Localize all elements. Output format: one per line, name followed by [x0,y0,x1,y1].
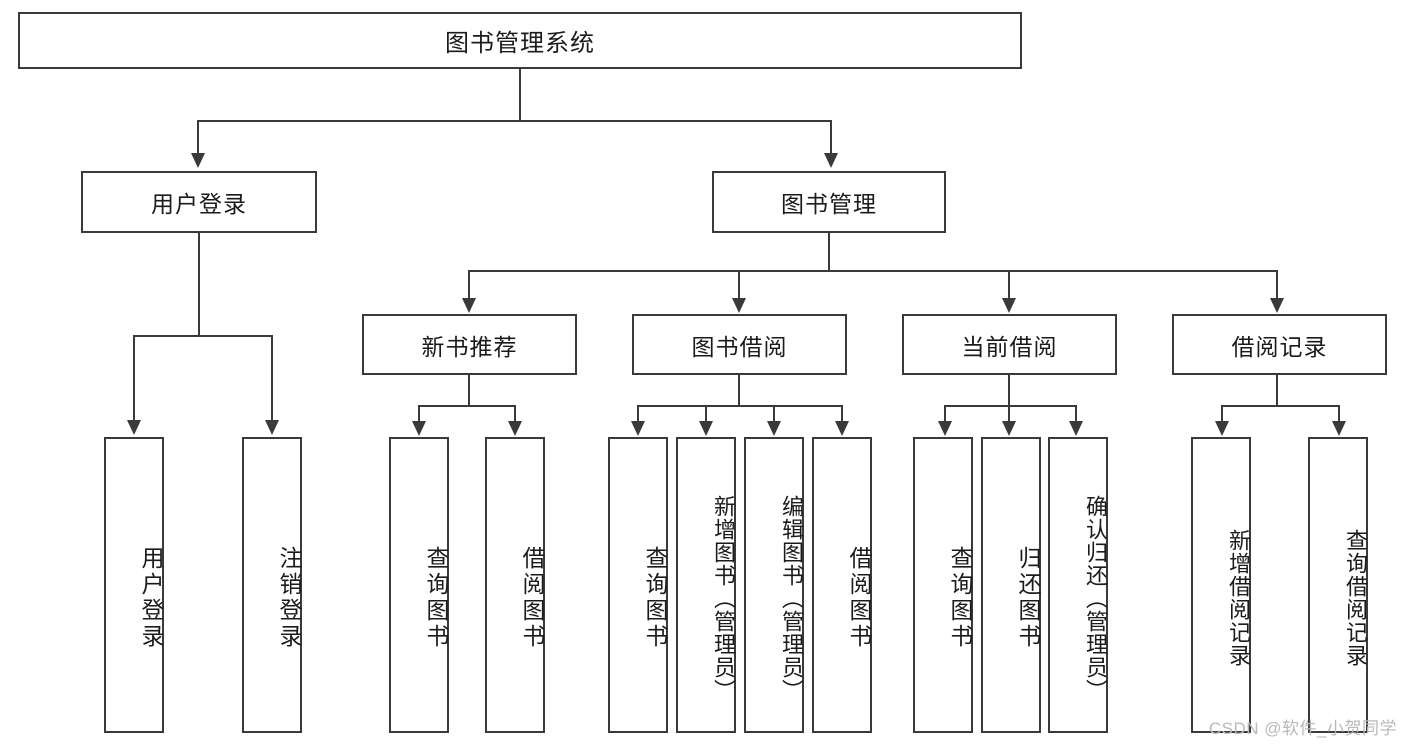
connector-cb-drop-3 [1075,405,1077,421]
leaf-bb-edit-book-admin[interactable]: 编辑图书（管理员） [744,437,804,733]
connector-user-login-right-drop [271,335,273,420]
arrowhead-to-user-login-leaf [127,420,141,435]
connector-br-drop-1 [1221,405,1223,421]
connector-nbr-drop-1 [418,405,420,421]
connector-cb-drop-2 [1008,405,1010,421]
connector-level3-drop-4 [1276,270,1278,298]
leaf-br-query-record[interactable]: 查询借阅记录 [1308,437,1368,733]
arrowhead-to-cb-leaf-2 [1002,421,1016,436]
connector-level3-bus [468,270,1278,272]
leaf-user-login[interactable]: 用户登录 [104,437,164,733]
connector-cb-drop-1 [944,405,946,421]
node-new-book-recommend[interactable]: 新书推荐 [362,314,577,375]
node-book-management-system[interactable]: 图书管理系统 [18,12,1022,69]
leaf-cb-query-book[interactable]: 查询图书 [913,437,973,733]
connector-book-borrow-stem [738,375,740,405]
leaf-cb-confirm-return-admin[interactable]: 确认归还（管理员） [1048,437,1108,733]
leaf-logout[interactable]: 注销登录 [242,437,302,733]
node-user-login[interactable]: 用户登录 [81,171,317,233]
leaf-br-add-record[interactable]: 新增借阅记录 [1191,437,1251,733]
arrowhead-to-book-management [824,153,838,168]
arrowhead-to-current-borrow [1002,298,1016,313]
connector-new-book-recommend-bus [418,405,516,407]
arrowhead-to-user-login [191,153,205,168]
connector-level2-left-drop [197,120,199,153]
connector-current-borrow-stem [1008,375,1010,405]
node-book-management[interactable]: 图书管理 [712,171,946,233]
connector-level3-drop-3 [1008,270,1010,298]
connector-level3-drop-1 [468,270,470,298]
arrowhead-to-borrow-record [1270,298,1284,313]
connector-br-drop-2 [1338,405,1340,421]
connector-book-borrow-bus [637,405,843,407]
leaf-bb-add-book-admin[interactable]: 新增图书（管理员） [676,437,736,733]
node-book-borrow[interactable]: 图书借阅 [632,314,847,375]
connector-level2-right-drop [830,120,832,153]
arrowhead-to-book-borrow [732,298,746,313]
arrowhead-to-bb-leaf-1 [631,421,645,436]
connector-user-login-bus [133,335,272,337]
arrowhead-to-cb-leaf-3 [1069,421,1083,436]
connector-user-login-stem [198,233,200,335]
leaf-cb-return-book[interactable]: 归还图书 [981,437,1041,733]
connector-bb-drop-1 [637,405,639,421]
arrowhead-to-bb-leaf-4 [835,421,849,436]
node-current-borrow[interactable]: 当前借阅 [902,314,1117,375]
leaf-nbr-query-book[interactable]: 查询图书 [389,437,449,733]
leaf-nbr-borrow-book[interactable]: 借阅图书 [485,437,545,733]
connector-bb-drop-2 [705,405,707,421]
connector-bb-drop-4 [841,405,843,421]
arrowhead-to-new-book-recommend [462,298,476,313]
connector-level2-bus [197,120,832,122]
arrowhead-to-br-leaf-2 [1332,421,1346,436]
connector-root-stem [519,69,521,120]
connector-borrow-record-bus [1221,405,1340,407]
arrowhead-to-nbr-leaf-2 [508,421,522,436]
arrowhead-to-nbr-leaf-1 [412,421,426,436]
arrowhead-to-bb-leaf-2 [699,421,713,436]
arrowhead-to-cb-leaf-1 [938,421,952,436]
connector-bb-drop-3 [773,405,775,421]
connector-current-borrow-bus [944,405,1077,407]
connector-new-book-recommend-stem [468,375,470,405]
arrowhead-to-br-leaf-1 [1215,421,1229,436]
leaf-bb-borrow-book[interactable]: 借阅图书 [812,437,872,733]
connector-book-management-stem [828,233,830,270]
connector-borrow-record-stem [1276,375,1278,405]
arrowhead-to-logout-leaf [265,420,279,435]
connector-user-login-left-drop [133,335,135,420]
leaf-bb-query-book[interactable]: 查询图书 [608,437,668,733]
node-borrow-record[interactable]: 借阅记录 [1172,314,1387,375]
connector-level3-drop-2 [738,270,740,298]
connector-nbr-drop-2 [514,405,516,421]
arrowhead-to-bb-leaf-3 [767,421,781,436]
